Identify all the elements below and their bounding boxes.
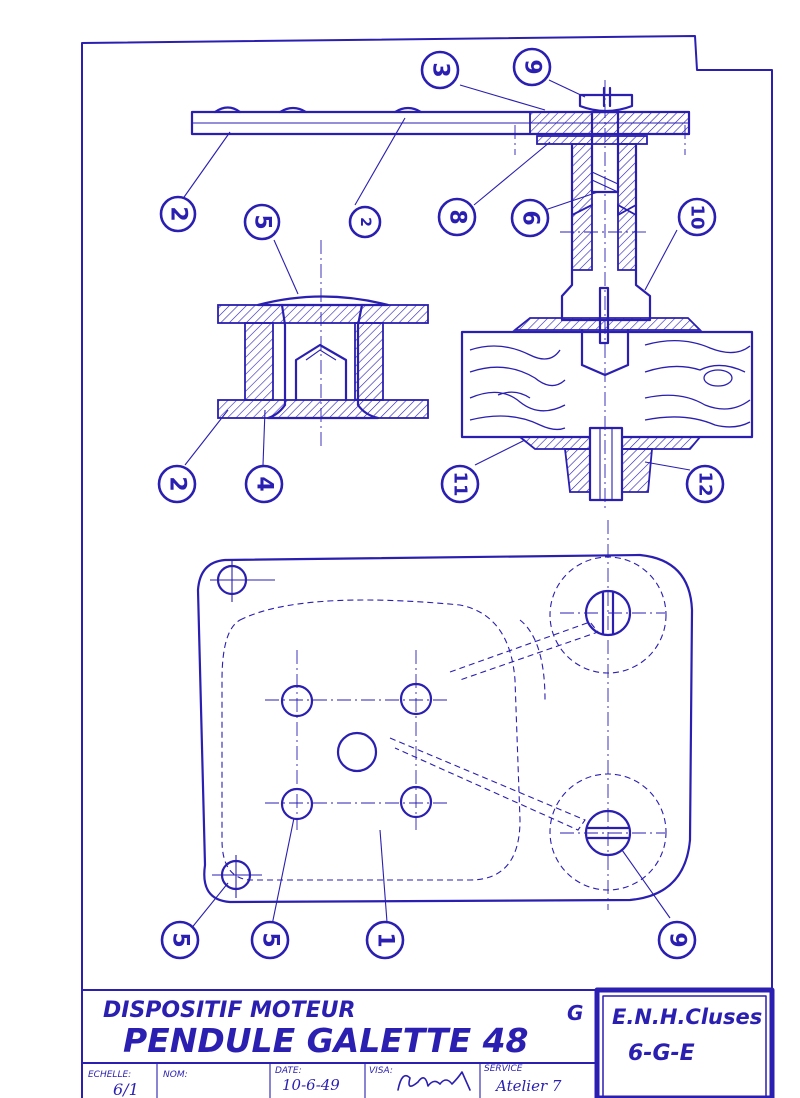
service-value: Atelier 7 bbox=[494, 1077, 562, 1095]
section-view-pillar bbox=[190, 80, 754, 510]
balloon-part-2-mid: 2 bbox=[157, 464, 197, 504]
title-block: DISPOSITIF MOTEUR PENDULE GALETTE 48 G E… bbox=[81, 987, 775, 1098]
scale-label: ECHELLE: bbox=[88, 1070, 131, 1080]
balloon-part-5-center: 5 bbox=[250, 920, 290, 960]
visa-label: VISA: bbox=[369, 1066, 393, 1076]
balloon-part-2-top: 2 bbox=[159, 195, 197, 233]
drawing-number: 6-G-E bbox=[628, 1041, 695, 1066]
svg-text:3: 3 bbox=[428, 62, 453, 77]
svg-text:8: 8 bbox=[445, 209, 470, 224]
plan-view-plate bbox=[196, 520, 694, 910]
drawing-frame bbox=[81, 35, 773, 1098]
svg-text:2: 2 bbox=[357, 217, 373, 227]
svg-text:4: 4 bbox=[252, 476, 277, 491]
title-line-1: DISPOSITIF MOTEUR bbox=[103, 998, 355, 1023]
leader-lines bbox=[181, 79, 691, 931]
school-name: E.N.H.Cluses bbox=[612, 1005, 762, 1029]
svg-text:10: 10 bbox=[687, 204, 708, 229]
balloon-part-4: 4 bbox=[244, 464, 284, 504]
section-view-rivet bbox=[217, 240, 429, 450]
svg-text:12: 12 bbox=[695, 471, 716, 496]
svg-text:6: 6 bbox=[518, 210, 543, 225]
balloon-part-1: 1 bbox=[365, 920, 405, 960]
date-label: DATE: bbox=[275, 1066, 302, 1076]
format-letter: G bbox=[567, 1001, 583, 1025]
balloon-part-12: 12 bbox=[685, 464, 725, 504]
date-value: 10-6-49 bbox=[282, 1076, 340, 1094]
svg-text:5: 5 bbox=[250, 214, 275, 229]
balloon-part-9-bottom: 9 bbox=[657, 920, 697, 960]
visa-signature bbox=[397, 1071, 471, 1091]
balloon-part-3: 3 bbox=[420, 50, 460, 90]
balloon-part-9-top: 9 bbox=[512, 47, 552, 87]
scale-value: 6/1 bbox=[113, 1080, 139, 1098]
balloon-part-5-left: 5 bbox=[160, 920, 200, 960]
svg-text:2: 2 bbox=[166, 206, 191, 221]
title-line-2: PENDULE GALETTE 48 bbox=[123, 1021, 529, 1060]
balloon-part-11: 11 bbox=[440, 464, 480, 504]
svg-text:9: 9 bbox=[520, 59, 545, 74]
service-label: SERVICE bbox=[484, 1064, 523, 1074]
svg-text:9: 9 bbox=[665, 932, 690, 947]
balloon-part-2-small: 2 bbox=[348, 205, 382, 239]
svg-text:5: 5 bbox=[258, 932, 283, 947]
balloon-part-5-top: 5 bbox=[243, 203, 281, 241]
balloon-part-8: 8 bbox=[437, 197, 477, 237]
svg-text:2: 2 bbox=[165, 476, 190, 491]
svg-text:11: 11 bbox=[450, 471, 471, 496]
balloon-part-6: 6 bbox=[510, 198, 550, 238]
balloon-part-10: 10 bbox=[677, 197, 717, 237]
svg-text:1: 1 bbox=[373, 932, 398, 947]
name-label: NOM: bbox=[163, 1070, 188, 1080]
svg-text:5: 5 bbox=[168, 932, 193, 947]
